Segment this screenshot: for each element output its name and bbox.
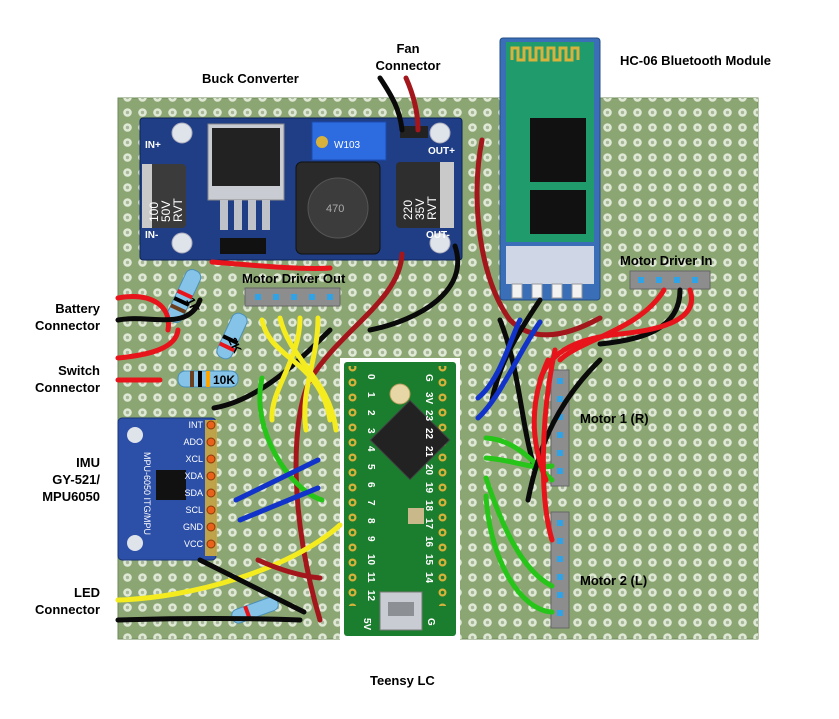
teensy-pin-label: 17 xyxy=(423,518,434,530)
teensy-pin-label: 6 xyxy=(365,482,376,488)
imu-pin-pad xyxy=(206,539,216,549)
imu-pin-label: VCC xyxy=(184,539,204,549)
teensy-pin-label: 11 xyxy=(365,572,376,583)
cap-right-text-3: RVT xyxy=(425,196,439,220)
motor1-header xyxy=(550,369,570,487)
switch-line2: Connector xyxy=(35,380,100,395)
teensy-pin-label: 9 xyxy=(365,536,376,542)
buck-out-plus-label: OUT+ xyxy=(428,146,455,157)
imu-pin-pad xyxy=(206,454,216,464)
imu-pin-label: SDA xyxy=(184,488,203,498)
teensy-pin-label: 4 xyxy=(365,446,376,452)
resistor-2k-label: 2K xyxy=(225,335,244,355)
teensy-pin-label: 20 xyxy=(423,464,434,476)
teensy-pin-label: 12 xyxy=(365,590,376,602)
cap-left-text-3: RVT xyxy=(171,198,185,222)
imu-pin-label: XCL xyxy=(185,454,203,464)
imu-board-text: MPU-6050 ITG/MPU xyxy=(142,452,152,535)
imu-pin-pad xyxy=(206,437,216,447)
teensy-bottom-g: G xyxy=(425,618,436,626)
switch-connector-label: Switch Connector xyxy=(10,362,100,396)
teensy-pin-label: 1 xyxy=(365,392,376,398)
led-connector-label: LED Connector xyxy=(10,584,100,618)
teensy-pin-label: 21 xyxy=(423,446,434,458)
imu-line2: GY-521/ xyxy=(52,472,100,487)
teensy-pin-label: 18 xyxy=(423,500,434,512)
teensy-label: Teensy LC xyxy=(370,673,435,688)
imu-pin-label: ADO xyxy=(183,437,203,447)
motor2-header xyxy=(550,511,570,629)
motor-driver-in-header xyxy=(629,270,711,290)
resistor-1k xyxy=(166,269,202,323)
buck-converter-label: Buck Converter xyxy=(202,71,299,86)
teensy-bottom-5v: 5V xyxy=(361,618,372,631)
battery-connector-label: Battery Connector xyxy=(10,300,100,334)
imu-line3: MPU6050 xyxy=(42,489,100,504)
battery-line2: Connector xyxy=(35,318,100,333)
motor-driver-out-label: Motor Driver Out xyxy=(242,271,346,286)
resistor-10k-label: 10K xyxy=(213,373,235,387)
imu-pin-label: INT xyxy=(189,420,204,430)
imu-pin-pad xyxy=(206,488,216,498)
imu-pin-pad xyxy=(206,522,216,532)
switch-line1: Switch xyxy=(58,363,100,378)
imu-pin-label: GND xyxy=(183,522,204,532)
buck-converter-module xyxy=(139,117,463,261)
teensy-pin-label: G xyxy=(423,374,434,382)
wires xyxy=(115,75,695,623)
teensy-pin-label: 3V xyxy=(423,392,434,405)
pot-text: W103 xyxy=(334,140,361,151)
imu-pin-pad xyxy=(206,471,216,481)
teensy-pin-label: 23 xyxy=(423,410,434,422)
cap-left-text-2: 50V xyxy=(159,201,173,222)
buck-in-minus-label: IN- xyxy=(145,230,158,241)
teensy-pin-label: 16 xyxy=(423,536,434,548)
fan-connector-label: Fan Connector xyxy=(368,40,448,74)
imu-pin-label: XDA xyxy=(184,471,203,481)
motor-driver-in-label: Motor Driver In xyxy=(620,253,713,268)
teensy-pin-label: 22 xyxy=(423,428,434,440)
motor1-label: Motor 1 (R) xyxy=(580,411,649,426)
teensy-pin-label: 19 xyxy=(423,482,434,494)
teensy-pin-label: 5 xyxy=(365,464,376,470)
teensy-pin-label: 10 xyxy=(365,554,376,566)
teensy-pin-label: 7 xyxy=(365,500,376,506)
fan-connector-line1: Fan xyxy=(396,41,420,56)
cap-left-text-1: 100 xyxy=(147,202,161,222)
bluetooth-module xyxy=(499,37,601,301)
teensy-pin-label: 0 xyxy=(365,374,376,380)
imu-line1: IMU xyxy=(76,455,100,470)
imu-pin-pad xyxy=(206,420,216,430)
teensy-pin-label: 2 xyxy=(365,410,376,416)
resistor-10k xyxy=(177,370,239,388)
bluetooth-module-label: HC-06 Bluetooth Module xyxy=(620,53,771,68)
teensy-pin-label: 15 xyxy=(423,554,434,566)
imu-label: IMU GY-521/ MPU6050 xyxy=(10,454,100,505)
teensy-pin-label: 14 xyxy=(423,572,434,584)
buck-in-plus-label: IN+ xyxy=(145,140,161,151)
led-line1: LED xyxy=(74,585,100,600)
buck-out-minus-label: OUT- xyxy=(426,230,450,241)
led-line2: Connector xyxy=(35,602,100,617)
motor-driver-out-header xyxy=(244,287,341,307)
motor2-label: Motor 2 (L) xyxy=(580,573,648,588)
teensy-pin-label: 3 xyxy=(365,428,376,434)
battery-line1: Battery xyxy=(55,301,100,316)
inductor-text: 470 xyxy=(326,203,344,215)
imu-pin-pad xyxy=(206,505,216,515)
imu-pin-label: SCL xyxy=(185,505,203,515)
cap-right-text-2: 35V xyxy=(413,199,427,220)
fan-connector-line2: Connector xyxy=(375,58,441,73)
imu-board xyxy=(117,417,217,561)
teensy-pin-label: 8 xyxy=(365,518,376,524)
resistor-2k xyxy=(216,312,248,360)
cap-right-text-1: 220 xyxy=(401,200,415,220)
teensy-lc-board xyxy=(340,358,460,640)
